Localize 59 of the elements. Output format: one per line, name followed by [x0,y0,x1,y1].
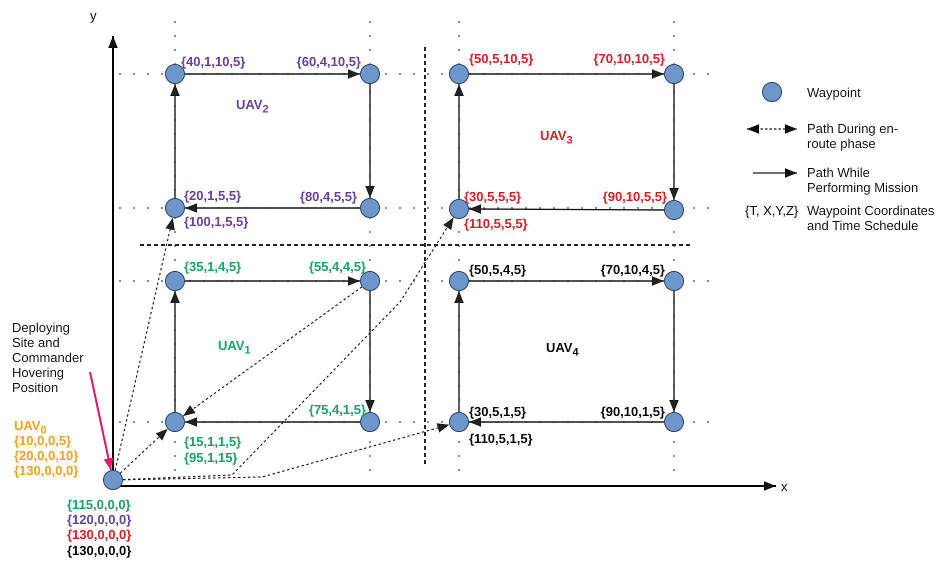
coordinate-label: {30,5,5,5} [464,188,522,204]
coordinate-label: {110,5,5,5} [464,216,528,230]
coordinate-label: {80,4,5,5} [300,188,357,204]
coordinate-label: {70,10,10,5} [593,50,665,66]
coordinate-label: {35,1,4,5} [184,258,242,274]
dashed-arrow [114,218,175,470]
coordinate-label: {40,1,10,5} [181,54,246,68]
dashed-arrow [182,286,362,417]
coordinate-label: {110,5,1,5} [469,430,533,446]
arrow [365,84,375,198]
coordinate-label: {20,1,5,5} [184,188,242,202]
arrow [185,417,360,427]
uav-label: UAV$_{4}$ [546,340,579,361]
arrow [170,84,180,198]
arrow [185,69,360,79]
coordinate-label: {95,1,15} [184,450,238,464]
arrow [185,276,360,286]
coordinate-label: {130,0,0,0} [67,542,132,558]
coordinate-label: {20,0,0,10} [14,448,78,462]
coordinate-label: {90,10,1,5} [600,404,665,418]
coordinate-label: {30,5,1,5} [469,404,526,418]
coordinate-label: {90,10,5,5} [602,188,667,204]
pointer-arrow [89,372,114,470]
arrow [170,291,180,412]
coordinate-label: {130,0,0,0} [67,526,132,542]
legend-text: Waypoint Coordinates and Time Schedule [807,203,936,233]
coordinate-label: {50,5,10,5} [469,50,534,66]
axis-label: y [90,8,96,23]
uav-label: UAV$_{2}$ [236,97,269,118]
coordinate-label: {70,10,4,5} [600,262,665,276]
notation-text: {T, X,Y,Z} [745,203,798,218]
coordinate-label: {130,0,0,0} [14,462,78,478]
arrow [469,204,664,214]
coordinate-label: {60,4,10,5} [296,54,361,68]
legend-text: Path While Performing Mission [807,165,920,195]
coordinate-label: {55,4,4,5} [308,258,366,274]
dashed-arrow [122,423,450,480]
dashed-arrow [120,428,168,474]
arrow [185,203,360,213]
coordinate-label: {50,5,4,5} [469,262,526,276]
arrow [669,84,679,200]
arrow [469,417,664,427]
arrow [454,84,464,199]
uav-label: UAV$_{3}$ [540,128,573,149]
legend-text: Waypoint [807,85,862,100]
arrow [365,291,375,412]
arrow [469,69,664,79]
uav-label: UAV$_{1}$ [218,338,251,359]
axis-label: x [781,479,788,494]
coordinate-label: {115,0,0,0} [67,496,131,512]
legend-text: Path During en-route phase [807,121,900,151]
coordinate-label: {100,1,5,5} [184,214,248,228]
arrow [669,291,679,412]
annotation-text: Deploying Site and Commander Hovering Position [12,320,92,395]
coordinate-label: {75,4,1,5} [308,402,366,416]
arrow [469,276,664,286]
arrow [454,291,464,412]
coordinate-label: {15,1,1,5} [184,434,242,448]
coordinate-label: {120,0,0,0} [67,512,132,526]
